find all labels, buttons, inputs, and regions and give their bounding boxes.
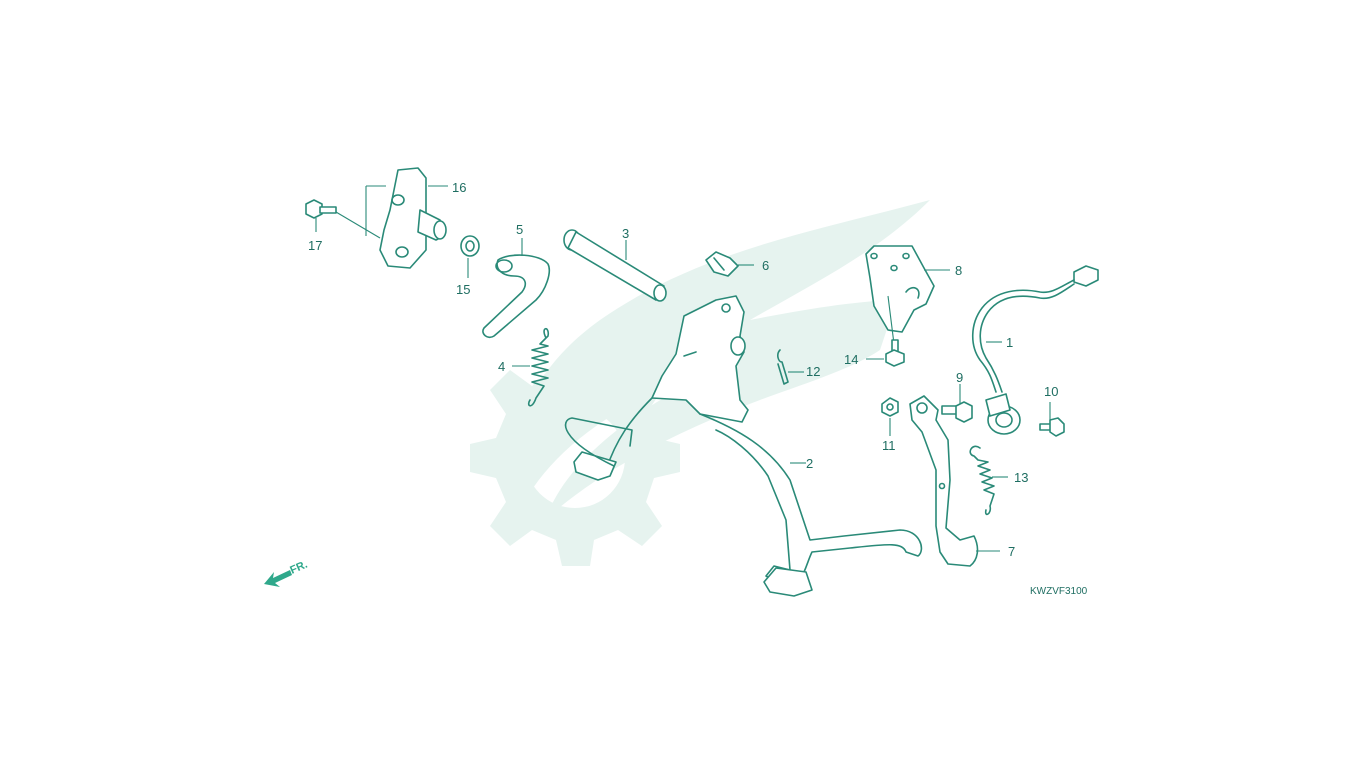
part-14-bolt	[866, 295, 905, 367]
callout-15: 15	[456, 282, 470, 297]
direction-label: FR.	[288, 559, 309, 577]
callout-11: 11	[882, 438, 896, 453]
front-direction-arrow: FR.	[264, 559, 309, 587]
part-11-nut	[881, 397, 899, 436]
part-12-pin	[777, 349, 804, 385]
part-17-bolt	[305, 199, 381, 239]
drawing-code: KWZVF3100	[1030, 586, 1088, 597]
part-7-side-stand	[909, 395, 1000, 567]
callout-4: 4	[498, 359, 505, 374]
part-10-bolt	[1039, 402, 1065, 437]
callout-2: 2	[806, 456, 813, 471]
part-9-bolt	[941, 384, 973, 423]
part-15-bush	[460, 235, 480, 278]
callout-10: 10	[1044, 384, 1058, 399]
callout-6: 6	[762, 258, 769, 273]
part-16-bracket	[365, 167, 448, 269]
part-4-spring	[512, 327, 550, 407]
callout-12: 12	[806, 364, 820, 379]
callout-7: 7	[1008, 544, 1015, 559]
callout-5: 5	[516, 222, 523, 237]
part-2-main-stand	[564, 295, 923, 597]
callout-14: 14	[844, 352, 858, 367]
part-6-clip	[705, 251, 754, 277]
part-1-switch	[971, 265, 1099, 435]
callout-labels: 1 2 3 4 5 6 7 8 9 10 11 12 13 14 15 16 1…	[308, 180, 1058, 559]
part-8-bracket	[865, 245, 950, 333]
part-5-plate	[482, 238, 551, 339]
callout-16: 16	[452, 180, 466, 195]
callout-8: 8	[955, 263, 962, 278]
callout-13: 13	[1014, 470, 1028, 485]
callout-1: 1	[1006, 335, 1013, 350]
part-13-spring	[969, 445, 1008, 516]
part-3-shaft	[563, 229, 667, 302]
callout-3: 3	[622, 226, 629, 241]
callout-17: 17	[308, 238, 322, 253]
callout-9: 9	[956, 370, 963, 385]
